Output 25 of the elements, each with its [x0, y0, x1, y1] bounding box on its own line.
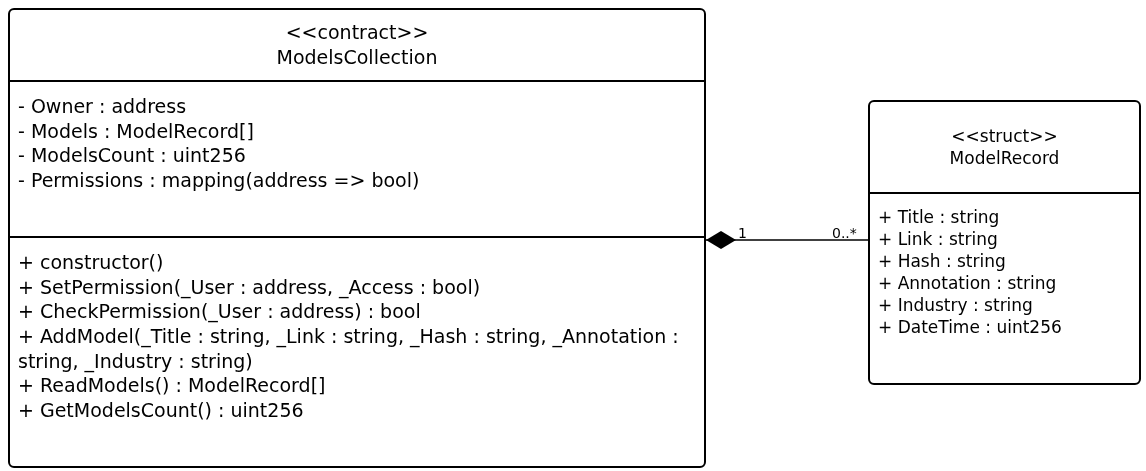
attribute-text: + Title : string: [878, 206, 1001, 229]
attribute-text: + Industry : string: [878, 294, 1034, 317]
attribute-text: - ModelsCount : uint256: [18, 143, 247, 169]
attribute-text: + Hash : string: [878, 250, 1007, 273]
method-text: + CheckPermission(_User : address) : bool: [18, 299, 422, 325]
attribute-text: - Owner : address: [18, 94, 188, 119]
attribute-text: - Permissions : mapping(address => bool): [18, 168, 421, 193]
stereotype-text: <<struct>>: [951, 124, 1058, 147]
stereotype-text: <<contract>>: [285, 20, 429, 45]
class-name: ModelsCollection: [276, 45, 438, 70]
attribute-text: + Link : string: [878, 228, 999, 251]
method-text: + SetPermission(_User : address, _Access : bool): [18, 274, 482, 300]
composition-line: [705, 231, 869, 249]
method-text: + constructor(): [18, 250, 165, 275]
attribute-text: + Annotation : string: [878, 272, 1058, 295]
class-name: ModelRecord: [949, 147, 1060, 170]
attribute-text: - Models : ModelRecord[]: [18, 118, 255, 144]
multiplicity-label: 0..*: [832, 226, 857, 240]
class-box: [8, 8, 706, 468]
attribute-text: + DateTime : uint256: [878, 316, 1063, 339]
class-box: [868, 100, 1141, 385]
method-text: + GetModelsCount() : uint256: [18, 398, 305, 423]
method-text: + AddModel(_Title : string, _Link : string, _Hash : string, _Annotation : string, _Industry : string): [18, 324, 680, 374]
method-text: + ReadModels() : ModelRecord[]: [18, 373, 327, 399]
multiplicity-label: 1: [738, 226, 747, 240]
